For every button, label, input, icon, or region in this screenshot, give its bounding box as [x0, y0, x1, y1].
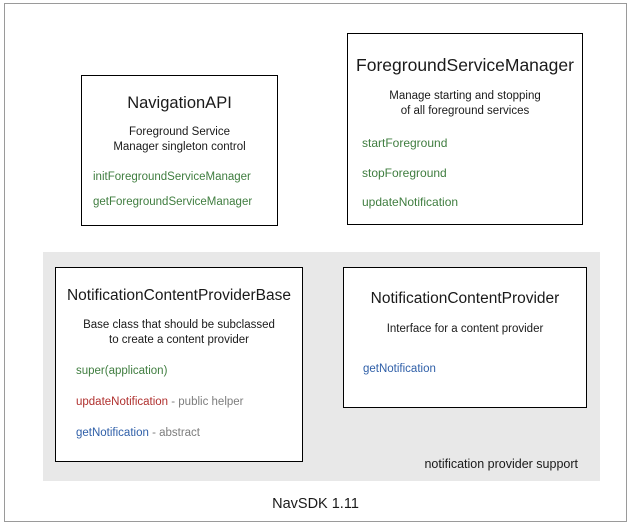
- class-title-foreground-service-manager: ForegroundServiceManager: [356, 55, 574, 75]
- member-row[interactable]: super(application): [76, 365, 302, 379]
- class-box-notification-content-provider-base[interactable]: NotificationContentProviderBase Base cla…: [55, 267, 303, 462]
- class-description-line-2: to create a content provider: [109, 333, 249, 346]
- class-box-foreground-service-manager[interactable]: ForegroundServiceManager Manage starting…: [347, 33, 583, 225]
- member-note: - abstract: [148, 426, 201, 439]
- footer-version-label: NavSDK 1.11: [272, 496, 359, 512]
- member-list-notification-content-provider-base: super(application) updateNotification - …: [56, 365, 302, 440]
- member-name: stopForeground: [362, 165, 447, 180]
- member-name: getNotification: [76, 426, 149, 439]
- class-box-navigation-api[interactable]: NavigationAPI Foreground Service Manager…: [81, 75, 278, 226]
- member-name: startForeground: [362, 136, 448, 151]
- class-description-foreground-service-manager: Manage starting and stopping of all fore…: [348, 89, 582, 119]
- member-row[interactable]: updateNotification: [362, 195, 582, 209]
- member-name: getNotification: [363, 362, 436, 375]
- member-name: updateNotification: [362, 195, 459, 210]
- member-note: - public helper: [168, 395, 244, 408]
- member-list-notification-content-provider: getNotification: [344, 363, 586, 377]
- member-row[interactable]: initForegroundServiceManager: [93, 171, 277, 185]
- class-description-navigation-api: Foreground Service Manager singleton con…: [82, 125, 277, 155]
- member-name: super(application): [76, 365, 168, 378]
- member-list-navigation-api: initForegroundServiceManager getForegrou…: [82, 171, 277, 210]
- slide-frame: notification provider support Navigation…: [4, 3, 627, 522]
- class-box-notification-content-provider[interactable]: NotificationContentProvider Interface fo…: [343, 267, 587, 408]
- member-row[interactable]: getNotification: [363, 363, 586, 377]
- group-caption-label: notification provider support: [424, 457, 578, 471]
- class-description-line-1: Manage starting and stopping: [389, 90, 541, 103]
- member-row[interactable]: startForeground: [362, 136, 582, 150]
- class-description-notification-content-provider: Interface for a content provider: [344, 322, 586, 337]
- class-description-line-1: Foreground Service: [129, 125, 230, 138]
- class-title-navigation-api: NavigationAPI: [127, 94, 232, 112]
- class-description-notification-content-provider-base: Base class that should be subclassed to …: [56, 318, 302, 348]
- member-row[interactable]: getNotification - abstract: [76, 427, 302, 441]
- member-name: getForegroundServiceManager: [93, 196, 253, 209]
- member-name: initForegroundServiceManager: [93, 171, 251, 184]
- member-list-foreground-service-manager: startForeground stopForeground updateNot…: [348, 136, 582, 209]
- member-row[interactable]: getForegroundServiceManager: [93, 196, 277, 210]
- class-description-line-1: Base class that should be subclassed: [83, 318, 275, 331]
- class-description-line-2: of all foreground services: [400, 105, 530, 118]
- class-description-line-2: Manager singleton control: [113, 141, 246, 154]
- member-row[interactable]: stopForeground: [362, 166, 582, 180]
- class-description-line-1: Interface for a content provider: [386, 322, 544, 335]
- member-name: updateNotification: [76, 395, 169, 408]
- class-title-notification-content-provider-base: NotificationContentProviderBase: [66, 287, 291, 304]
- member-row[interactable]: updateNotification - public helper: [76, 396, 302, 410]
- class-title-notification-content-provider: NotificationContentProvider: [370, 290, 560, 307]
